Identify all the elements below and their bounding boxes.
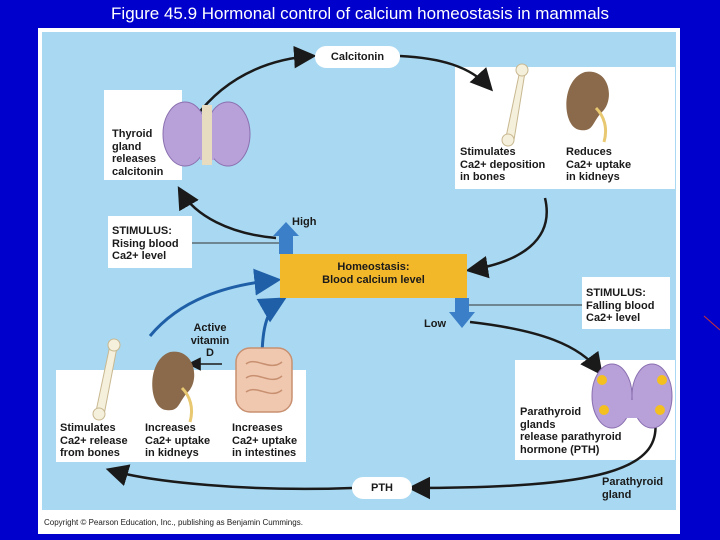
arrow-high-to-thyroid [177, 186, 277, 240]
low-arrow [449, 298, 475, 328]
bone-bottom [92, 338, 121, 421]
stimulus-falling-box [582, 277, 670, 329]
calcitonin-label: Calcitonin [315, 46, 400, 68]
low-label: Low [424, 318, 446, 330]
arrow-pth-to-bones [105, 464, 353, 491]
copyright: Copyright © Pearson Education, Inc., pub… [44, 518, 303, 527]
edge-mark [703, 315, 720, 331]
stimulus-falling-label: STIMULUS:Falling blood Ca2+ level [586, 287, 655, 324]
arrow-thyroid-to-calcitonin [193, 45, 317, 119]
high-arrow [273, 222, 299, 254]
kidney-top [566, 71, 609, 143]
high-label: High [292, 216, 317, 228]
stimulus-rising-label: STIMULUS:Rising blood Ca2+ level [112, 225, 179, 262]
pth-label: PTH [352, 477, 412, 499]
kidney-bottom [152, 351, 195, 423]
arrow-low-to-parathyroid [469, 320, 603, 376]
arrow-parathyroid-to-pth [407, 419, 657, 500]
homeostasis-box: Homeostasis: Blood calcium level [280, 254, 467, 298]
intestine [235, 347, 293, 413]
thyroid-gland [162, 101, 251, 167]
arrow-calcitonin-to-targets [399, 54, 494, 92]
stimulus-rising-box [108, 216, 192, 268]
arrow-targets-to-homeostasis [465, 197, 548, 279]
figure-title: Figure 45.9 Hormonal control of calcium … [111, 4, 609, 23]
arrow-bones-to-homeostasis [148, 268, 282, 337]
bone-top [501, 63, 529, 147]
homeostasis-subtitle: Blood calcium level [322, 274, 425, 286]
homeostasis-title: Homeostasis: [337, 261, 410, 273]
parathyroid-glands [591, 363, 673, 429]
